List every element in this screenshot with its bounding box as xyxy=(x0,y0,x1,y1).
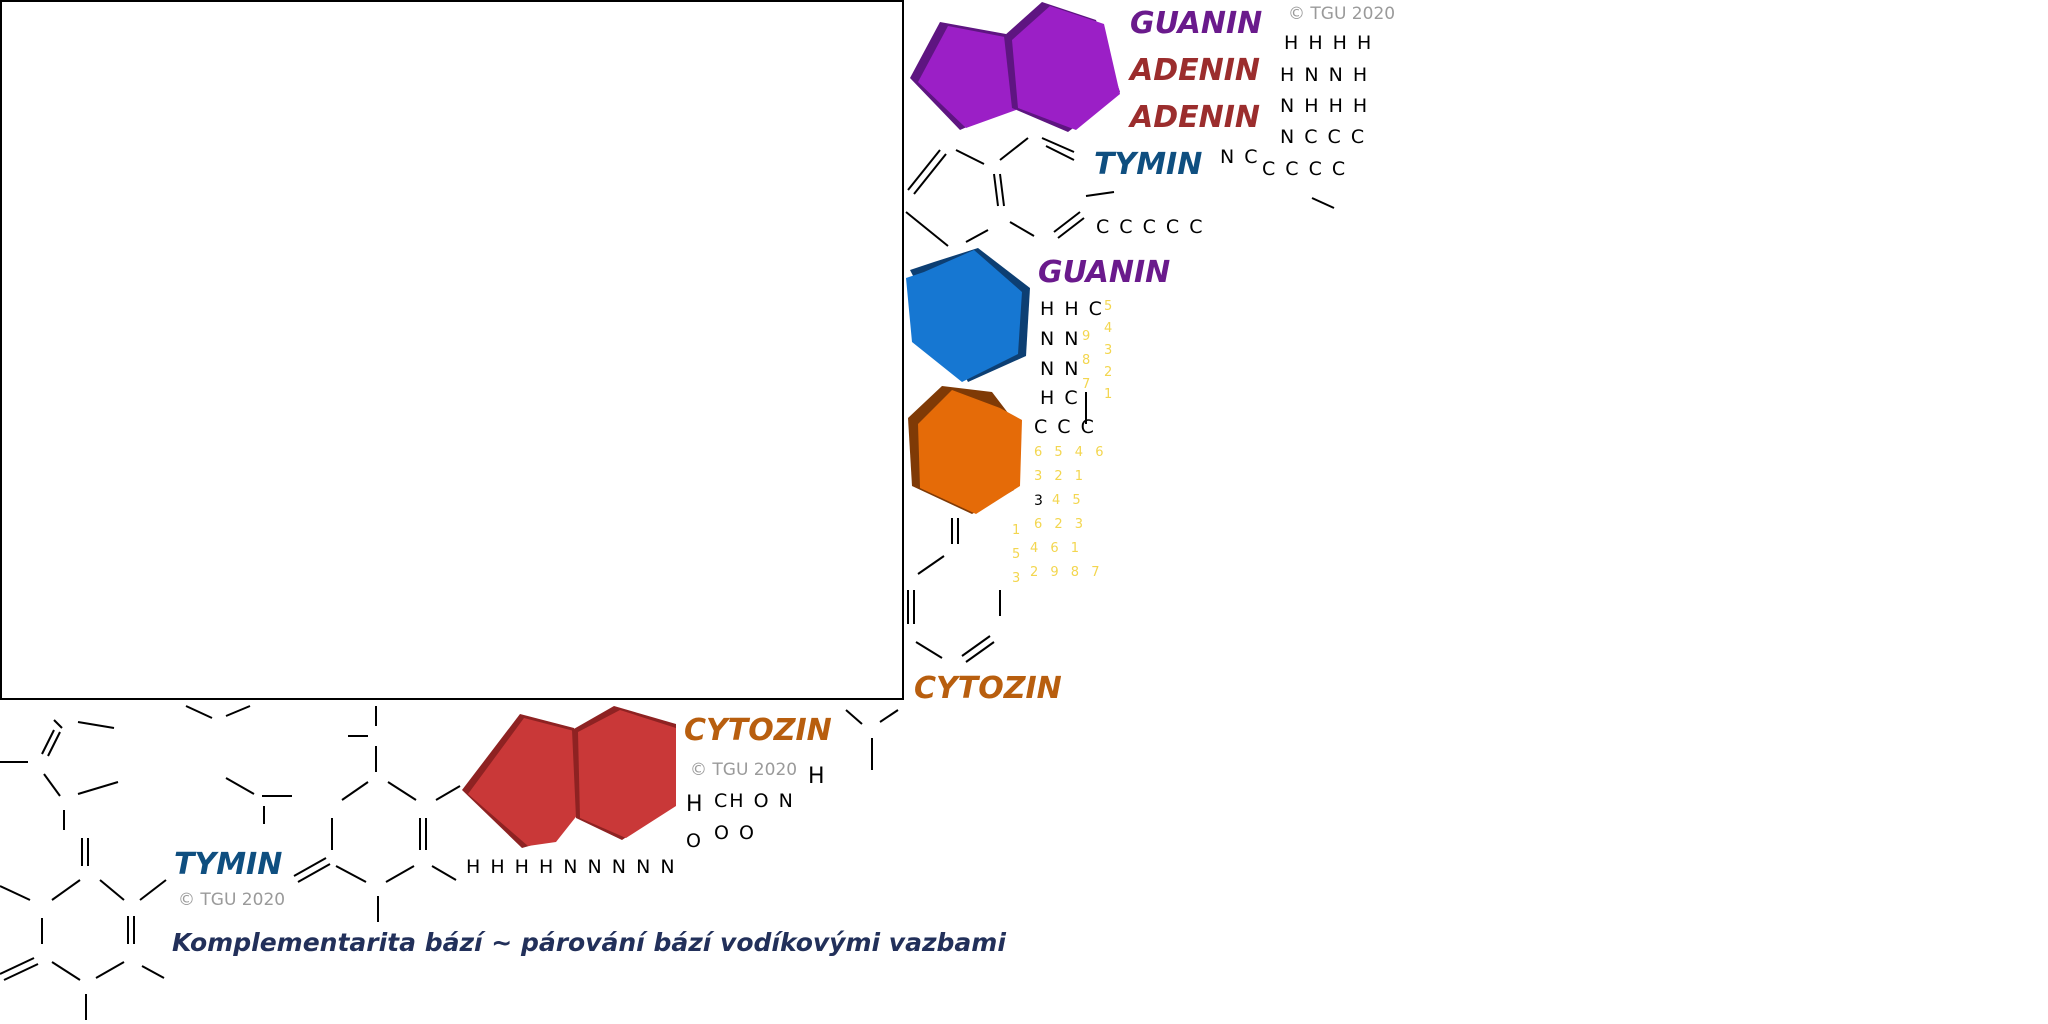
atom-row-3: N H H H xyxy=(1280,95,1370,117)
atom-bottom-row: H H H H N N N N N xyxy=(466,856,677,878)
number-10: 3 2 1 xyxy=(1034,469,1088,484)
number-11: 4 5 xyxy=(1052,493,1085,508)
atom-bottom-h-1: H xyxy=(808,764,827,789)
diagram-caption: Komplementarita bází ~ párování bází vod… xyxy=(172,928,1006,957)
bond-lines xyxy=(0,137,1335,1020)
copyright-top: © TGU 2020 xyxy=(1288,4,1396,24)
orange-hexagon xyxy=(908,386,1022,514)
label-guanin-mid: GUANIN xyxy=(1038,255,1171,290)
atom-guanin-6: 3 xyxy=(1034,493,1045,509)
atom-row-5: N C xyxy=(1220,146,1260,168)
copyright-bottom: © TGU 2020 xyxy=(178,890,286,910)
copyright-middle: © TGU 2020 xyxy=(690,760,798,780)
number-6: 2 xyxy=(1104,365,1117,380)
number-13: 4 6 1 xyxy=(1030,541,1084,556)
atom-row-6: C C C C xyxy=(1262,158,1348,180)
label-guanin-top: GUANIN xyxy=(1130,6,1263,41)
number-15: 1 xyxy=(1012,523,1025,538)
empty-image-frame xyxy=(0,0,904,700)
number-5: 8 xyxy=(1082,353,1095,368)
number-3: 9 xyxy=(1082,329,1095,344)
blue-hexagon xyxy=(906,248,1030,382)
label-cytozin-right: CYTOZIN xyxy=(914,671,1062,706)
number-7: 7 xyxy=(1082,377,1095,392)
label-tymin-bottom: TYMIN xyxy=(174,847,283,882)
label-tymin-mid: TYMIN xyxy=(1094,147,1203,182)
number-9: 6 5 4 6 xyxy=(1034,445,1108,460)
number-17: 3 xyxy=(1012,571,1025,586)
atom-row-7: C C C C C xyxy=(1096,216,1205,238)
atom-row-1: H H H H xyxy=(1284,32,1374,54)
atom-guanin-4: H C xyxy=(1040,387,1080,409)
number-16: 5 xyxy=(1012,547,1025,562)
atom-bottom-ch-o-n: CH O N xyxy=(714,790,795,812)
atom-bottom-h-2: H xyxy=(686,792,705,817)
atom-row-2: H N N H xyxy=(1280,64,1370,86)
label-cytozin-bottom: CYTOZIN xyxy=(684,713,832,748)
label-adenin-1: ADENIN xyxy=(1130,53,1260,88)
purple-fused-rings xyxy=(910,2,1120,132)
red-fused-rings xyxy=(462,706,676,848)
label-adenin-2: ADENIN xyxy=(1130,100,1260,135)
atom-guanin-5: C C C xyxy=(1034,416,1096,438)
atom-guanin-1: H H C xyxy=(1040,298,1104,320)
number-14: 2 9 8 7 xyxy=(1030,565,1104,580)
number-8: 1 xyxy=(1104,387,1117,402)
atom-bottom-o-o: O O xyxy=(714,822,756,844)
atom-row-4: N C C C xyxy=(1280,126,1367,148)
number-12: 6 2 3 xyxy=(1034,517,1088,532)
atom-guanin-3: N N xyxy=(1040,358,1081,380)
atom-bottom-o: O xyxy=(686,830,703,852)
atom-guanin-2: N N xyxy=(1040,328,1081,350)
number-4: 3 xyxy=(1104,343,1117,358)
number-1: 5 xyxy=(1104,299,1117,314)
number-2: 4 xyxy=(1104,321,1117,336)
